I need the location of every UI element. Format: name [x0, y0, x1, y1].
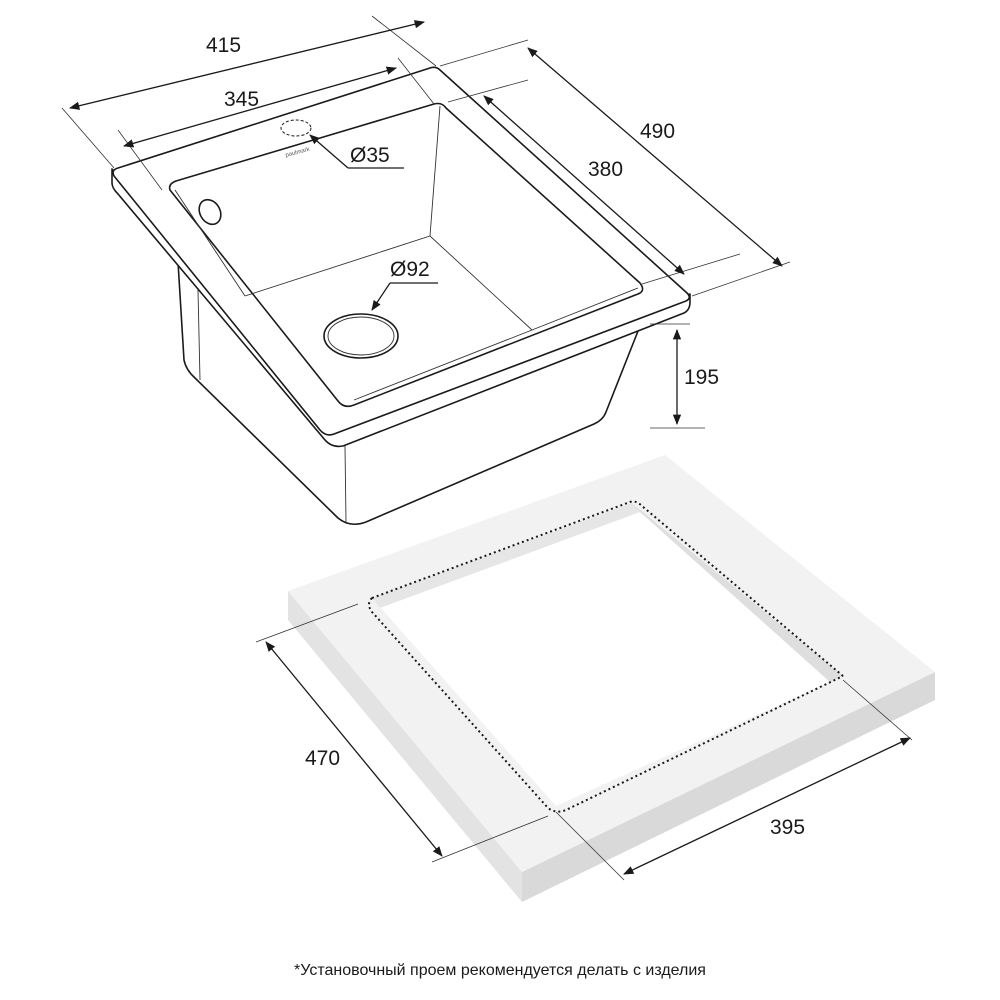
sink-rim-edge	[111, 168, 691, 448]
label-bowl-height: 195	[684, 366, 719, 389]
dim-drain-leader	[371, 282, 438, 311]
label-bowl-width: 345	[224, 88, 259, 111]
dim-bowl-height	[650, 323, 705, 429]
countertop	[288, 455, 935, 902]
drain-hole	[323, 313, 399, 359]
label-drain-hole: Ø92	[390, 258, 430, 281]
label-outer-width: 415	[206, 34, 241, 57]
label-cutout-depth: 470	[305, 747, 340, 770]
dim-cutout-width	[555, 679, 913, 881]
dim-bowl-depth	[447, 79, 741, 285]
cutout-dotted-outline	[368, 500, 844, 813]
sink-bowl-right-corner	[531, 287, 639, 331]
dim-tap-hole-leader	[309, 134, 404, 169]
sink-bowl-bottom	[244, 235, 533, 401]
sink-bowl-left-wall	[174, 189, 246, 297]
sink-bowl-back-corner	[429, 105, 441, 237]
cutout-right-wall	[632, 503, 843, 682]
label-tap-hole: Ø35	[350, 144, 390, 167]
label-cutout-width: 395	[770, 816, 805, 839]
sink: paulmark	[111, 66, 691, 526]
dim-cutout-depth	[255, 603, 549, 863]
dim-bowl-width	[117, 57, 435, 191]
installation-footnote: *Установочный проем рекомендуется делать…	[294, 962, 706, 979]
label-bowl-depth: 380	[588, 158, 623, 181]
overflow-hole	[198, 198, 222, 226]
label-outer-depth: 490	[640, 120, 675, 143]
cutout-back-wall	[372, 503, 640, 608]
countertop-cutout	[372, 503, 843, 806]
